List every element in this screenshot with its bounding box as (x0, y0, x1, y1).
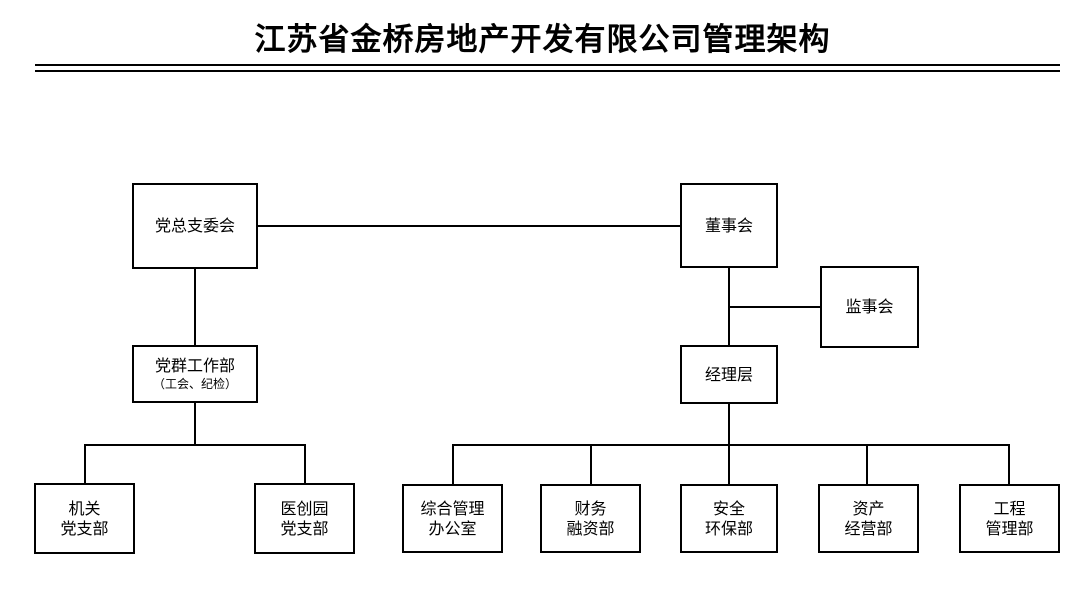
node-safety-env-dept-label-line1: 安全 (712, 498, 745, 518)
node-asset-operations-dept-label-line2: 经营部 (844, 518, 893, 538)
title-rule-lower (35, 70, 1060, 72)
connector-drop-medical-park-branch (304, 444, 306, 484)
node-general-admin-office[interactable]: 综合管理 办公室 (402, 484, 503, 553)
node-party-work-dept-label: 党群工作部 (154, 356, 235, 376)
node-engineering-dept-label-line1: 工程 (993, 498, 1026, 518)
node-safety-env-dept-label-line2: 环保部 (704, 518, 753, 538)
node-general-admin-office-label-line1: 综合管理 (420, 498, 485, 518)
node-asset-operations-dept[interactable]: 资产 经营部 (818, 484, 919, 553)
connector-workdept-stem (194, 403, 196, 446)
node-organ-branch-label-line2: 党支部 (60, 518, 109, 538)
connector-drop-engineering (1008, 444, 1010, 485)
node-organ-branch[interactable]: 机关 党支部 (34, 483, 135, 554)
connector-drop-finance (590, 444, 592, 485)
page-title: 江苏省金桥房地产开发有限公司管理架构 (254, 22, 831, 58)
node-medical-park-branch-label-line1: 医创园 (280, 498, 329, 518)
node-board-of-directors[interactable]: 董事会 (680, 183, 778, 268)
node-finance-dept-label-line2: 融资部 (566, 518, 615, 538)
node-safety-env-dept[interactable]: 安全 环保部 (680, 484, 778, 553)
node-supervisory-board[interactable]: 监事会 (820, 266, 919, 348)
connector-management-bus (452, 444, 1010, 446)
node-management-layer[interactable]: 经理层 (680, 345, 778, 404)
connector-board-to-supervisory (728, 306, 822, 308)
node-board-of-directors-label: 董事会 (704, 215, 753, 235)
node-party-committee[interactable]: 党总支委会 (132, 183, 258, 269)
connector-party-to-workdept (194, 269, 196, 345)
connector-drop-general-admin (452, 444, 454, 485)
node-engineering-dept[interactable]: 工程 管理部 (959, 484, 1060, 553)
node-finance-dept-label-line1: 财务 (574, 498, 607, 518)
connector-drop-asset-operations (866, 444, 868, 485)
node-party-work-dept[interactable]: 党群工作部 （工会、纪检） (132, 345, 258, 403)
node-medical-park-branch[interactable]: 医创园 党支部 (254, 483, 355, 554)
node-management-layer-label: 经理层 (704, 364, 753, 384)
connector-party-to-board (256, 225, 682, 227)
node-engineering-dept-label-line2: 管理部 (985, 518, 1034, 538)
connector-workdept-bus (84, 444, 306, 446)
node-supervisory-board-label: 监事会 (845, 297, 894, 317)
node-party-work-dept-sublabel: （工会、纪检） (152, 376, 237, 391)
connector-drop-safety-env (728, 444, 730, 485)
node-general-admin-office-label-line2: 办公室 (428, 518, 477, 538)
connector-drop-organ-branch (84, 444, 86, 484)
node-asset-operations-dept-label-line1: 资产 (852, 498, 885, 518)
node-finance-dept[interactable]: 财务 融资部 (540, 484, 641, 553)
title-rule-upper (35, 64, 1060, 66)
connector-management-stem (728, 403, 730, 446)
node-party-committee-label: 党总支委会 (154, 216, 235, 236)
node-medical-park-branch-label-line2: 党支部 (280, 518, 329, 538)
node-organ-branch-label-line1: 机关 (68, 498, 101, 518)
